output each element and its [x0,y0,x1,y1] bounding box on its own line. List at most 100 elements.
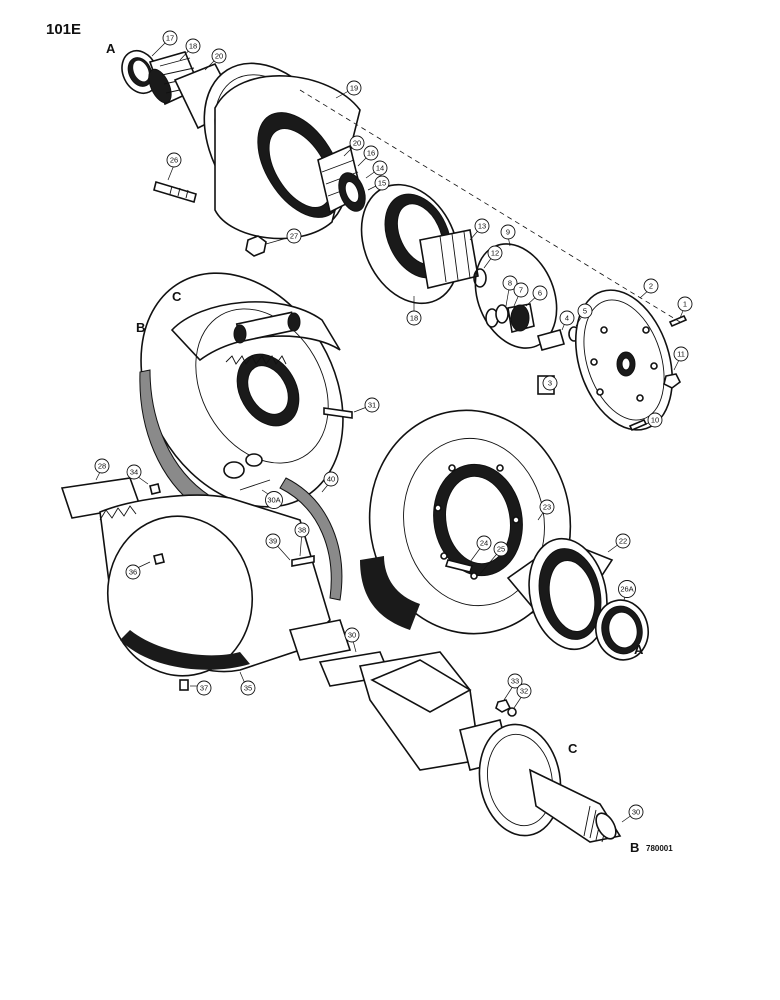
plug-37 [179,679,189,691]
callout-circle [618,580,636,598]
callout-circle [265,491,283,509]
callout-22: 22 [615,533,631,549]
connector-letter-b-left: B [136,320,145,335]
callout-circle [507,673,523,689]
callout-circle [577,303,593,319]
callout-circle [162,30,178,46]
callout-33: 33 [507,673,523,689]
stud-bolt-26 [153,180,197,204]
callout-circle [240,680,256,696]
callout-number: 3 [548,379,552,388]
callout-number: 11 [677,350,685,359]
callout-circle [474,218,490,234]
callout-number: 26 [170,156,178,165]
callout-number: 39 [269,537,277,546]
callout-number: 20 [353,139,361,148]
callout-39: 39 [265,533,281,549]
nut-27 [245,235,267,257]
callout-25: 25 [493,541,509,557]
callout-number: 18 [410,314,418,323]
callout-8: 8 [502,275,518,291]
callout-circle [559,310,575,326]
callout-circle [346,80,362,96]
adjuster-plug [223,461,245,479]
fitting-34 [149,483,161,495]
callout-circle [532,285,548,301]
lining-30A [239,479,271,491]
snap-ring-12 [473,268,487,288]
callout-18: 18 [185,38,201,54]
callout-26: 26 [166,152,182,168]
callout-number: 24 [480,539,488,548]
callout-18: 18 [406,310,422,326]
callout-circle [542,375,558,391]
callout-12: 12 [487,245,503,261]
adjuster-plug-2 [245,453,263,467]
callout-number: 18 [189,42,197,51]
connector-letter-c-left: C [172,289,182,304]
callout-number: 38 [298,526,306,535]
callout-number: 27 [290,232,298,241]
callout-15: 15 [374,175,390,191]
callout-number: 35 [244,684,252,693]
bolt-31 [323,407,353,419]
callout-34: 34 [126,464,142,480]
callout-number: 30 [348,631,356,640]
connector-letter-c-right: C [568,741,578,756]
stud-24 [444,559,474,573]
callout-circle [487,245,503,261]
callout-circle [196,680,212,696]
callout-2: 2 [643,278,659,294]
callout-36: 36 [125,564,141,580]
callout-circle [372,160,388,176]
callout-number: 25 [497,545,505,554]
axle-shaft-30 [318,651,622,843]
callout-number: 5 [583,307,587,316]
hub-19 [173,62,361,240]
callout-35: 35 [240,680,256,696]
callout-number: 6 [538,289,542,298]
page-label: 101E [46,21,81,38]
callout-circle [364,397,380,413]
callout-26a: 26A [618,580,636,598]
callout-14: 14 [372,160,388,176]
connector-letter-b-bottom: B [630,840,639,855]
inner-bearing-set [317,144,366,214]
planet-gear-group [485,303,535,334]
screw-38 [291,555,315,567]
ring-gear-carrier-13 [360,183,479,305]
callout-1: 1 [677,296,693,312]
callout-11: 11 [673,346,689,362]
callout-38: 38 [294,522,310,538]
callout-number: 37 [200,684,208,693]
callout-circle [185,38,201,54]
callout-number: 30A [267,496,280,505]
callout-10: 10 [647,412,663,428]
callout-23: 23 [539,499,555,515]
callout-circle [94,458,110,474]
callout-number: 2 [649,282,653,291]
callout-circle [677,296,693,312]
callout-circle [374,175,390,191]
nut-33 [495,699,512,713]
callout-37: 37 [196,680,212,696]
callout-number: 34 [130,468,138,477]
callout-number: 4 [565,314,569,323]
connector-letters: A A B B C C [106,41,644,855]
callout-16: 16 [363,145,379,161]
callout-number: 7 [519,286,523,295]
callout-40: 40 [323,471,339,487]
callout-17: 17 [162,30,178,46]
callout-circle [406,310,422,326]
cover-plate-2 [574,289,674,431]
callout-number: 10 [651,416,659,425]
wheel-cylinder [233,311,301,344]
callout-number: 22 [619,537,627,546]
brake-assembly [139,272,353,509]
return-spring [225,355,287,365]
washer-32 [507,707,517,717]
callout-circle [126,464,142,480]
callout-number: 14 [376,164,384,173]
